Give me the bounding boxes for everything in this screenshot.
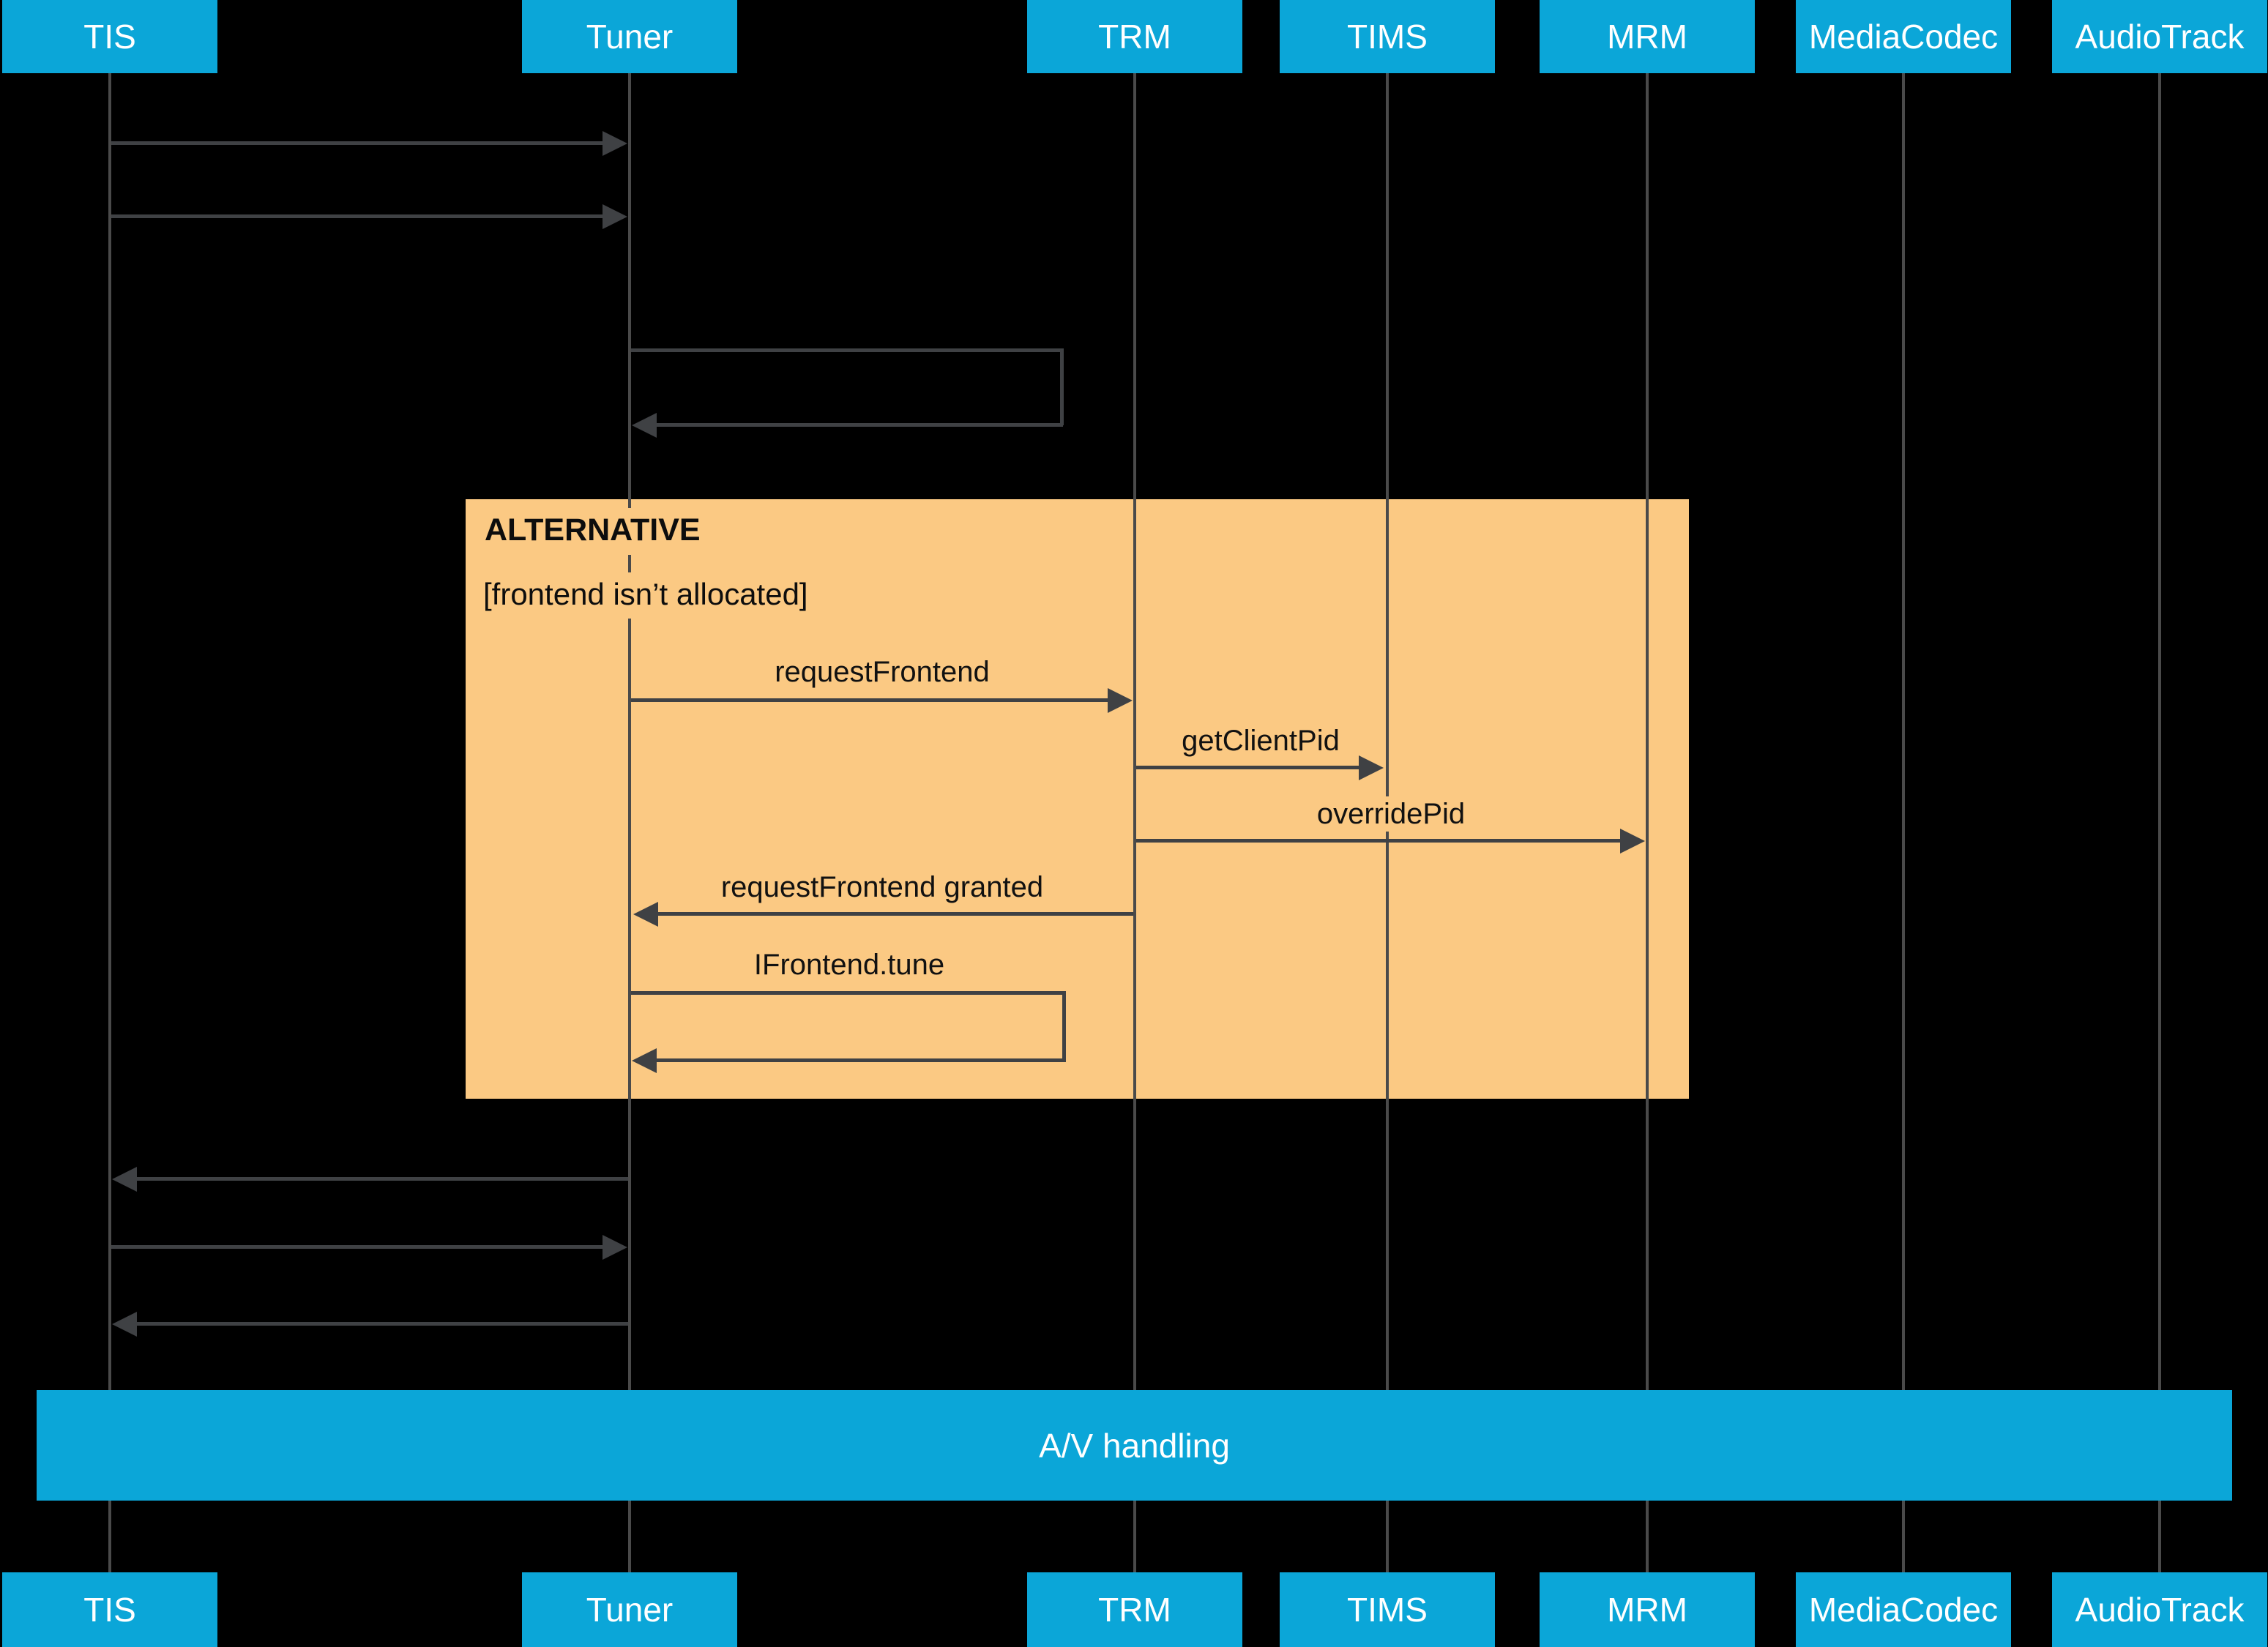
participant-audiotrack-top: AudioTrack: [2052, 0, 2267, 73]
message-arrow-2-return: [632, 412, 1063, 438]
message-arrow-requestfrontend: [631, 687, 1133, 713]
message-arrow-ifrontend-tune-top: [631, 991, 1065, 995]
message-arrow-9: [111, 1234, 627, 1260]
participant-mediacodec-bottom: MediaCodec: [1796, 1572, 2011, 1647]
participant-tuner-bottom: Tuner: [522, 1572, 737, 1647]
lifeline-audiotrack: [2158, 73, 2161, 1572]
participant-tis-top: TIS: [2, 0, 217, 73]
lifeline-trm: [1133, 73, 1136, 1572]
arrowhead-right-icon: [1359, 755, 1384, 780]
lifeline-mediacodec: [1902, 73, 1905, 1572]
participant-mediacodec-top: MediaCodec: [1796, 0, 2011, 73]
arrowhead-right-icon: [1620, 828, 1645, 854]
arrowhead-right-icon: [1108, 687, 1133, 713]
message-label-requestfrontend: requestFrontend: [630, 654, 1135, 690]
message-arrow-ifrontend-tune-return: [632, 1047, 1065, 1073]
message-arrow-2-top: [631, 348, 1063, 352]
message-arrow-2-side: [1060, 348, 1064, 425]
lifeline-tuner: [628, 73, 631, 1572]
message-arrow-ifrontend-tune-side: [1062, 991, 1066, 1062]
message-label-requestfrontend-granted: requestFrontend granted: [630, 870, 1135, 905]
participant-tuner-top: Tuner: [522, 0, 737, 73]
arrowhead-right-icon: [603, 130, 627, 156]
participant-trm-top: TRM: [1027, 0, 1242, 73]
message-label-getclientpid: getClientPid: [1136, 723, 1385, 758]
participant-tis-bottom: TIS: [2, 1572, 217, 1647]
arrowhead-left-icon: [632, 412, 657, 438]
arrowhead-left-icon: [112, 1166, 137, 1192]
message-arrow-1: [111, 203, 627, 229]
participant-trm-bottom: TRM: [1027, 1572, 1242, 1647]
message-arrow-getclientpid: [1136, 755, 1384, 780]
participant-mrm-top: MRM: [1540, 0, 1755, 73]
message-arrow-overridepid: [1136, 828, 1645, 854]
arrowhead-left-icon: [632, 1047, 657, 1073]
participant-tims-bottom: TIMS: [1280, 1572, 1495, 1647]
lifeline-tis: [108, 73, 111, 1572]
alt-fragment-condition: [frontend isn’t allocated]: [483, 572, 816, 619]
participant-audiotrack-bottom: AudioTrack: [2052, 1572, 2267, 1647]
lifeline-mrm: [1646, 73, 1649, 1572]
message-arrow-0: [111, 130, 627, 156]
arrowhead-right-icon: [603, 1234, 627, 1260]
message-arrow-8: [112, 1166, 628, 1192]
arrowhead-left-icon: [633, 901, 658, 927]
participant-mrm-bottom: MRM: [1540, 1572, 1755, 1647]
message-label-ifrontend-tune: IFrontend.tune: [630, 947, 1069, 982]
message-arrow-10: [112, 1311, 628, 1337]
participant-tims-top: TIMS: [1280, 0, 1495, 73]
message-label-overridepid: overridePid: [1136, 796, 1646, 832]
message-arrow-requestfrontend-granted: [633, 901, 1133, 927]
arrowhead-right-icon: [603, 203, 627, 229]
arrowhead-left-icon: [112, 1311, 137, 1337]
alt-fragment-keyword: ALTERNATIVE: [485, 508, 708, 555]
av-handling-band: A/V handling: [37, 1390, 2232, 1501]
